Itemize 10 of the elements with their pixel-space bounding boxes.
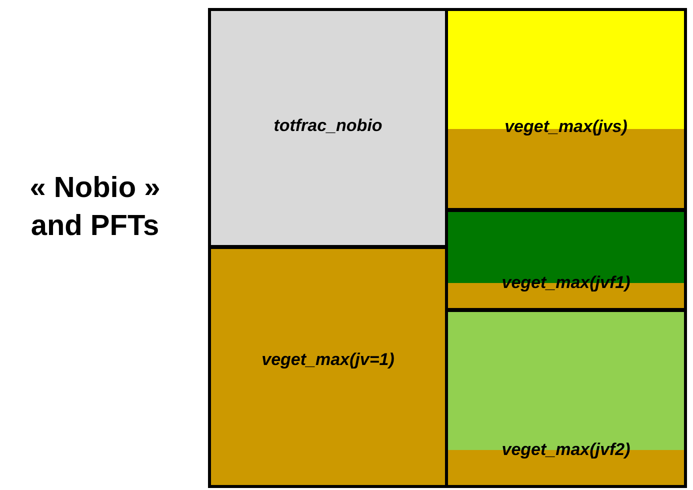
side-heading: « Nobio » and PFTs <box>28 171 162 244</box>
area-box <box>208 246 448 488</box>
area-label: totfrac_nobio <box>272 116 384 136</box>
area-box <box>445 209 687 311</box>
area-box <box>445 309 687 488</box>
area-box <box>445 8 687 211</box>
area-label: veget_max(jv=1) <box>260 350 396 370</box>
area-label: veget_max(jvf2) <box>500 440 632 460</box>
area-box <box>208 8 448 248</box>
area-label: veget_max(jvs) <box>504 117 628 137</box>
